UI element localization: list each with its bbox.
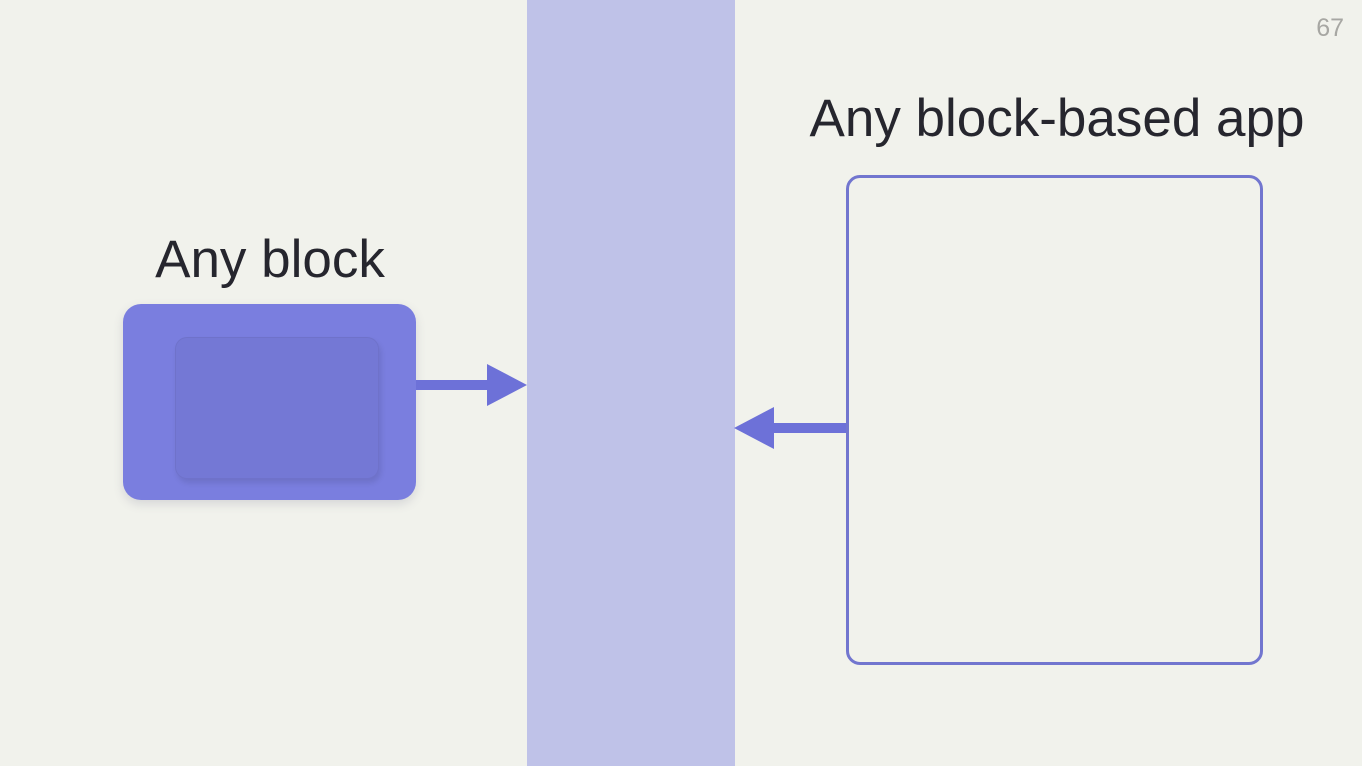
page-number: 67 [1316, 14, 1344, 42]
arrow-right-head [487, 364, 527, 406]
arrow-left-head [734, 407, 774, 449]
arrow-right-line [416, 380, 494, 390]
arrow-right-icon [416, 364, 527, 406]
left-title: Any block [155, 230, 385, 289]
app-box-shape [846, 175, 1263, 665]
block-content-shape [175, 337, 379, 479]
protocol-band [527, 0, 735, 766]
arrow-left-icon [734, 407, 847, 449]
arrow-left-line [770, 423, 847, 433]
any-block-shape [123, 304, 416, 500]
right-title: Any block-based app [809, 89, 1305, 148]
